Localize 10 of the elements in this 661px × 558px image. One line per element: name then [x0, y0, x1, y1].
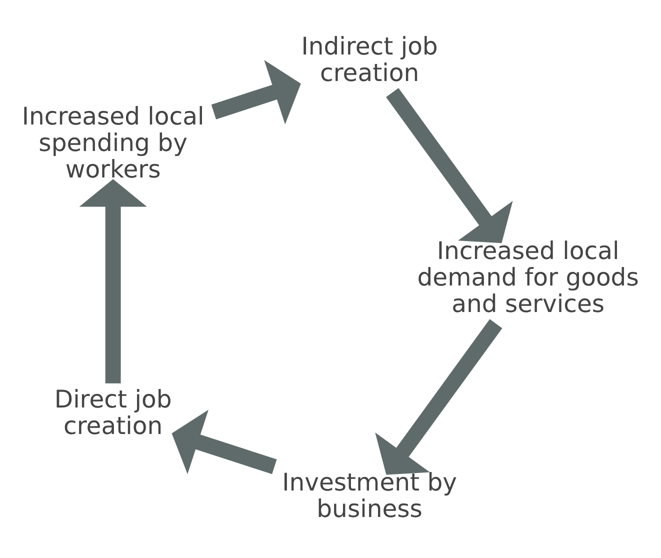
- node-text: Indirect job creation: [301, 30, 438, 86]
- arrow: [211, 59, 301, 124]
- arrow: [375, 318, 502, 474]
- arrow: [172, 409, 277, 474]
- node-text: Direct job creation: [54, 384, 172, 440]
- node-text: Increased local spending by workers: [22, 100, 204, 183]
- arrow: [386, 88, 513, 243]
- node-text: Investment by business: [282, 467, 458, 523]
- node-text: Increased local demand for goods and services: [417, 236, 639, 318]
- arrow: [79, 178, 147, 383]
